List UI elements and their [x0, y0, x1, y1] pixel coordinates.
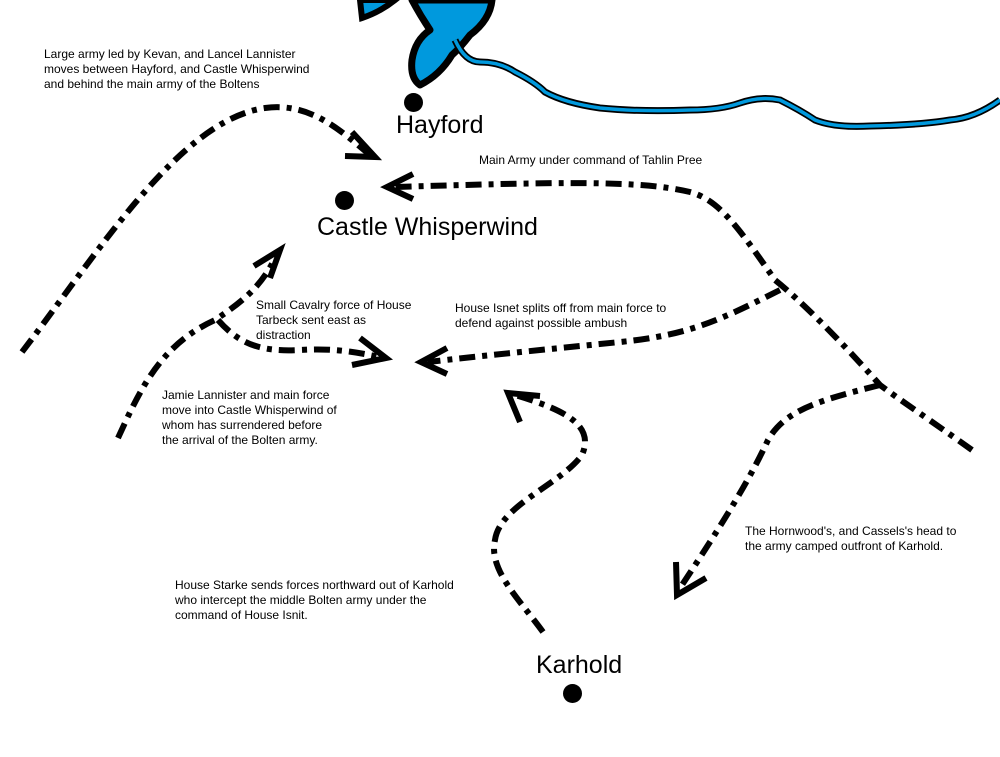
route-main-army — [380, 171, 974, 453]
note-main-army: Main Army under command of Tahlin Pree — [479, 153, 703, 167]
castle-whisperwind-marker — [335, 191, 354, 210]
note-cavalry: Small Cavalry force of House Tarbeck sen… — [256, 298, 412, 342]
route-starke — [491, 389, 588, 634]
note-isnet: House Isnet splits off from main force t… — [455, 301, 667, 330]
place-karhold: Karhold — [536, 651, 623, 679]
place-castle-whisperwind: Castle Whisperwind — [317, 213, 538, 241]
route-isnet — [414, 287, 782, 377]
karhold-marker — [563, 684, 582, 703]
route-hornwood — [673, 382, 881, 601]
note-kevan-lancel: Large army led by Kevan, and Lancel Lann… — [44, 47, 310, 91]
place-hayford: Hayford — [396, 111, 484, 139]
note-starke: House Starke sends forces northward out … — [175, 578, 454, 622]
hayford-marker — [404, 93, 423, 112]
route-kevan-lancel — [19, 104, 383, 354]
route-jamie — [115, 242, 286, 440]
route-cavalry — [215, 318, 394, 368]
note-jamie: Jamie Lannister and main force move into… — [162, 388, 337, 447]
note-hornwood: The Hornwood's, and Cassels's head to th… — [745, 524, 957, 553]
lake — [356, 0, 496, 89]
